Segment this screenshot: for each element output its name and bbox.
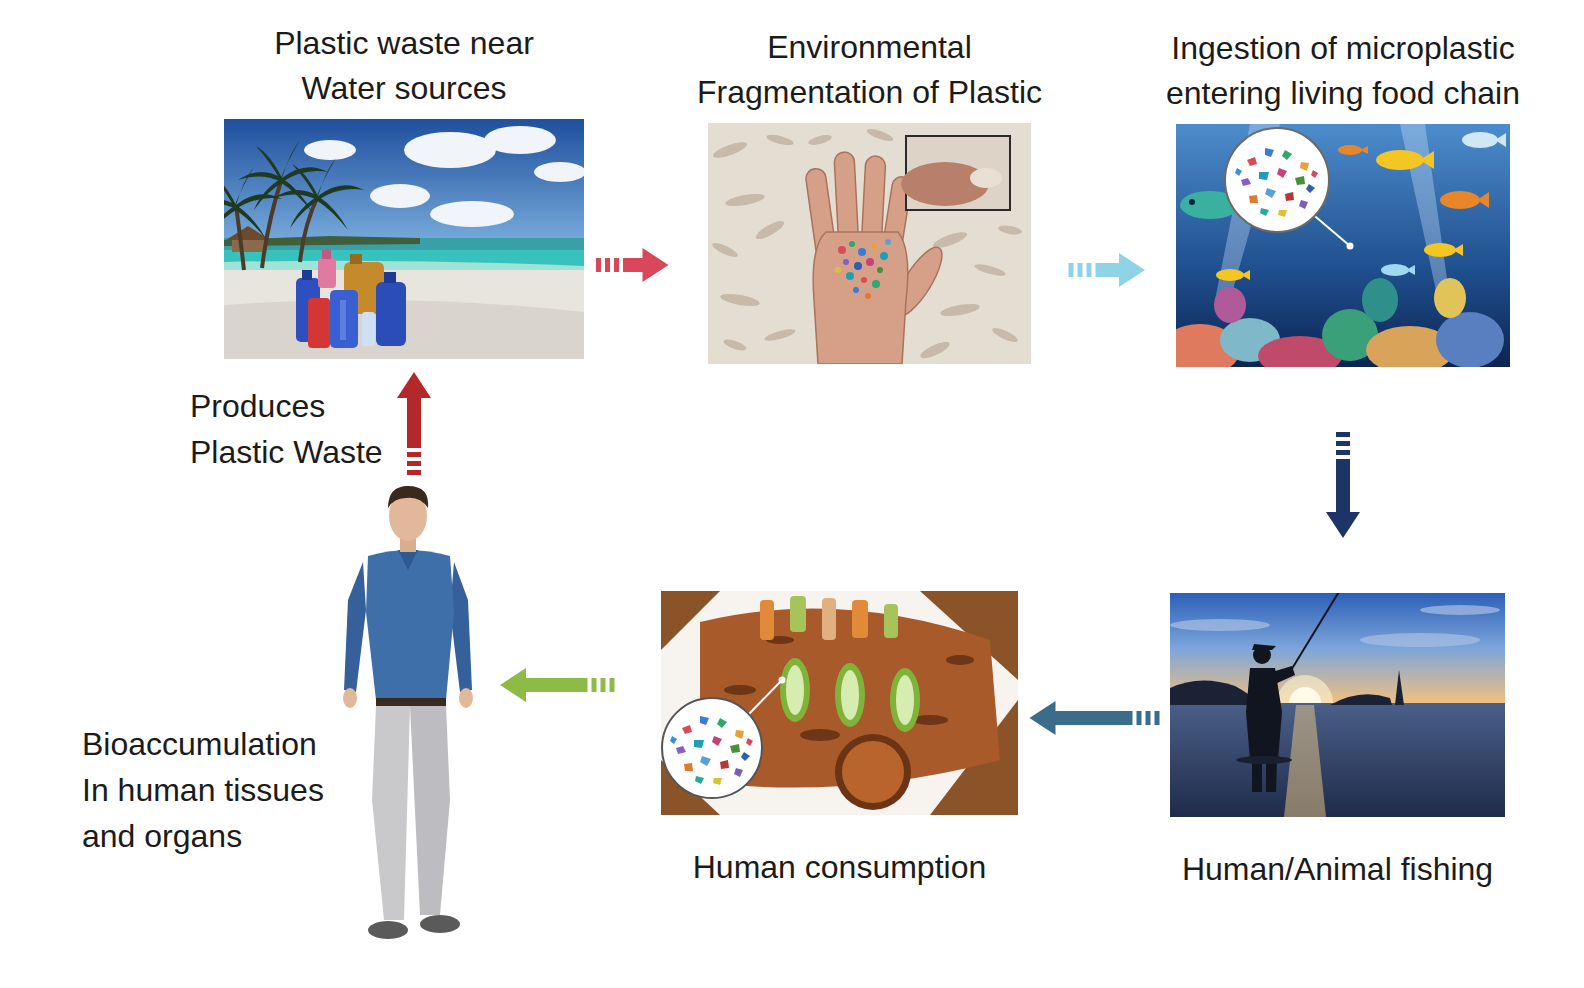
panel-caption: Human consumption	[660, 845, 1020, 890]
arrow-shaft	[1055, 711, 1160, 725]
fishing-scene	[1170, 593, 1505, 817]
scene-panel: Ingestion of microplastic entering livin…	[1153, 26, 1533, 367]
arrow-shaft	[1069, 263, 1121, 277]
arrow-head	[1119, 253, 1145, 287]
panel-picture-area	[224, 119, 584, 359]
arrow-head	[397, 372, 431, 398]
scene-panel: Human/Animal fishing	[1168, 593, 1508, 892]
panel-caption: Plastic waste near Water sources	[254, 21, 554, 111]
flow-arrow	[596, 248, 669, 282]
arrow-head	[643, 248, 669, 282]
scene-panel: Human consumption	[660, 591, 1020, 890]
arrow-head	[1326, 512, 1360, 538]
panel-caption: Environmental Fragmentation of Plastic	[675, 25, 1065, 115]
panel-picture-area	[708, 123, 1031, 364]
flow-arrow	[1030, 701, 1160, 735]
flow-arrow	[1326, 432, 1360, 538]
sand-hand-scene	[708, 123, 1031, 364]
panel-picture-area	[1176, 124, 1510, 367]
figure-caption: Bioaccumulation In human tissues and org…	[82, 721, 332, 859]
arrow-shaft	[525, 678, 615, 692]
scene-panel: Plastic waste near Water sources	[224, 21, 584, 359]
panel-caption: Ingestion of microplastic entering livin…	[1153, 26, 1533, 116]
panel-caption: Human/Animal fishing	[1168, 847, 1508, 892]
person-node: Bioaccumulation In human tissues and org…	[80, 488, 485, 953]
arrow-shaft	[407, 397, 421, 475]
beach-scene	[224, 119, 584, 359]
figure-text-holder: Bioaccumulation In human tissues and org…	[82, 721, 332, 859]
arrow-shaft	[1336, 432, 1350, 513]
edge-label-holder: Produces Plastic Waste	[190, 383, 405, 475]
flow-arrow	[397, 372, 431, 475]
arrow-shaft	[596, 258, 644, 272]
person-drawing	[343, 486, 473, 939]
panel-picture-area	[1170, 593, 1505, 817]
flow-arrow	[1069, 253, 1146, 287]
scene-panel: Environmental Fragmentation of Plastic	[675, 25, 1065, 364]
edge-label: Produces Plastic Waste	[190, 383, 405, 475]
dish-scene	[661, 591, 1018, 815]
flow-arrow	[500, 668, 615, 702]
panel-picture-area	[661, 591, 1018, 815]
arrow-head	[1030, 701, 1056, 735]
underwater-scene	[1176, 124, 1510, 367]
arrow-head	[500, 668, 526, 702]
